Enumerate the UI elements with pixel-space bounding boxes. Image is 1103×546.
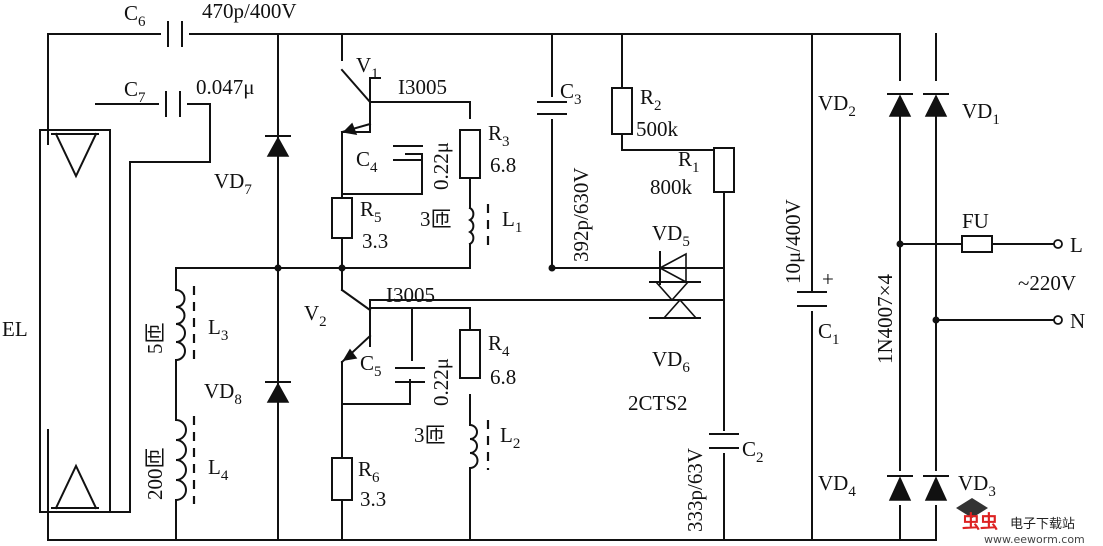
capacitor-c2	[709, 433, 739, 449]
terminal-n	[1053, 315, 1063, 325]
label-r5: R5	[360, 197, 382, 226]
label-r3: R3	[488, 121, 510, 150]
label-c6: C6	[124, 1, 146, 30]
label-l: L	[1070, 233, 1083, 257]
diode-vd5	[658, 251, 687, 285]
label-vd2: VD2	[818, 91, 856, 120]
value-c4: 0.22μ	[429, 142, 453, 190]
label-c7: C7	[124, 77, 146, 106]
value-r6: 3.3	[360, 487, 386, 511]
transistor-v2	[340, 288, 372, 364]
value-r2: 500k	[636, 117, 679, 141]
diode-vd2	[887, 93, 913, 117]
value-v2: I3005	[386, 283, 435, 307]
resistor-r2	[611, 87, 633, 135]
resistor-r1	[713, 147, 735, 193]
value-c5: 0.22μ	[429, 358, 453, 406]
diode-vd1	[923, 93, 949, 117]
diode-vd7	[265, 135, 291, 157]
capacitor-c1	[797, 291, 827, 307]
label-vd5: VD5	[652, 221, 690, 250]
value-c7: 0.047μ	[196, 75, 255, 99]
label-c1: C1	[818, 319, 840, 348]
label-vd7: VD7	[214, 169, 252, 198]
value-vd6: 2CTS2	[628, 391, 688, 415]
label-vd8: VD8	[204, 379, 242, 408]
diode-vd8	[265, 381, 291, 403]
label-l4: L4	[208, 455, 229, 484]
inductor-l2	[468, 420, 490, 470]
value-c2: 333p/63V	[683, 448, 707, 532]
logo-glyph: 虫虫	[962, 511, 998, 533]
value-bridge: 1N4007×4	[873, 273, 897, 364]
terminal-l	[1053, 239, 1063, 249]
turns-l1: 3匝	[420, 207, 452, 231]
label-vd1: VD1	[962, 99, 1000, 128]
diode-vd4	[887, 475, 913, 501]
fuse-fu	[961, 235, 993, 253]
labels: C6 470p/400V C7 0.047μ V1 I3005 C3 392p/…	[2, 0, 1085, 532]
label-el: EL	[2, 317, 28, 341]
transistor-v1	[340, 68, 372, 135]
inductor-l4	[174, 416, 196, 504]
label-vd6: VD6	[652, 347, 690, 376]
watermark-text: 电子下载站	[1010, 517, 1075, 532]
value-r5: 3.3	[362, 229, 388, 253]
label-l2: L2	[500, 423, 520, 452]
turns-l4: 200匝	[143, 448, 167, 501]
label-r4: R4	[488, 331, 510, 360]
value-c1: 10μ/400V	[781, 199, 805, 284]
label-r2: R2	[640, 85, 662, 114]
inductor-l1	[468, 204, 490, 248]
label-r6: R6	[358, 457, 380, 486]
capacitor-c6	[167, 21, 183, 47]
mortarboard-icon	[956, 498, 988, 518]
label-mains: ~220V	[1018, 271, 1076, 295]
label-c3: C3	[560, 79, 582, 108]
value-v1: I3005	[398, 75, 447, 99]
capacitor-c5	[395, 367, 425, 383]
resistor-r4	[459, 329, 481, 379]
value-r3: 6.8	[490, 153, 516, 177]
value-r1: 800k	[650, 175, 693, 199]
label-v1: V1	[356, 53, 379, 82]
label-vd4: VD4	[818, 471, 856, 500]
label-l3: L3	[208, 315, 228, 344]
watermark: 虫虫 电子下载站 www.eeworm.com	[956, 498, 1085, 546]
value-c6: 470p/400V	[202, 0, 297, 23]
diode-vd3	[923, 475, 949, 501]
label-vd3: VD3	[958, 471, 996, 500]
junctions	[274, 240, 940, 324]
label-c5: C5	[360, 351, 382, 380]
resistor-r3	[459, 129, 481, 179]
label-l1: L1	[502, 207, 522, 236]
inductor-l3	[174, 286, 196, 362]
resistor-r5	[331, 197, 353, 239]
lamp-el	[39, 129, 111, 513]
diac-vd6	[639, 281, 725, 319]
capacitor-c7	[165, 91, 181, 117]
turns-l3: 5匝	[143, 323, 167, 355]
label-c4: C4	[356, 147, 378, 176]
turns-l2: 3匝	[414, 423, 446, 447]
capacitor-c3	[537, 101, 567, 115]
label-n: N	[1070, 309, 1085, 333]
value-r4: 6.8	[490, 365, 516, 389]
label-fu: FU	[962, 209, 989, 233]
label-v2: V2	[304, 301, 327, 330]
label-r1: R1	[678, 147, 700, 176]
capacitor-c4	[393, 145, 423, 161]
label-c2: C2	[742, 437, 764, 466]
value-c3: 392p/630V	[569, 168, 593, 263]
resistor-r6	[331, 457, 353, 501]
polarity-c1: +	[822, 267, 834, 291]
watermark-url: www.eeworm.com	[984, 533, 1085, 546]
